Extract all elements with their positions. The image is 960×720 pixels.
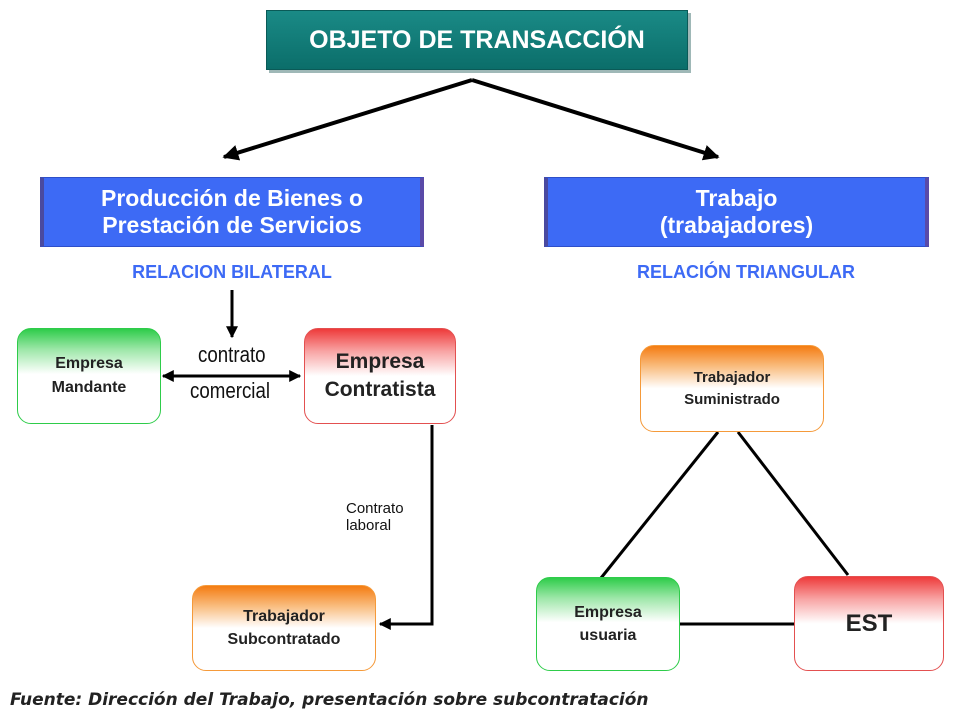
subcontratado-line-1: Trabajador	[243, 608, 325, 625]
suministrado-line-1: Trabajador	[693, 368, 771, 386]
trabajador-suministrado-node: Trabajador Suministrado	[640, 345, 824, 432]
empresa-contratista-line-2: Contratista	[324, 378, 436, 401]
comercial-label: comercial	[190, 378, 271, 403]
subcontratado-line-2: Subcontratado	[227, 631, 341, 648]
empresa-mandante-node: Empresa Mandante	[17, 328, 161, 424]
trabajador-subcontratado-node: Trabajador Subcontratado	[192, 585, 376, 671]
line-suministrado-est	[736, 431, 850, 576]
empresa-contratista-line-1: Empresa	[335, 350, 425, 373]
produccion-line-2: Prestación de Servicios	[102, 212, 362, 238]
trabajo-line-1: Trabajo	[695, 185, 778, 211]
empresa-mandante-line-2: Mandante	[51, 379, 127, 396]
est-label: EST	[845, 609, 893, 637]
relacion-triangular-label: RELACIÓN TRIANGULAR	[637, 262, 855, 282]
relacion-bilateral-label: RELACION BILATERAL	[132, 262, 332, 282]
objeto-transaccion-title: OBJETO DE TRANSACCIÓN	[266, 10, 688, 70]
contrato-laboral-label: Contrato laboral	[346, 500, 404, 534]
line-suministrado-usuaria	[599, 431, 720, 579]
arrow-title-to-left	[222, 78, 473, 161]
arrow-title-to-right	[471, 78, 720, 161]
contrato-label: contrato	[198, 342, 266, 367]
suministrado-line-2: Suministrado	[684, 390, 780, 408]
usuaria-line-1: Empresa	[574, 604, 642, 621]
trabajo-box: Trabajo (trabajadores)	[544, 177, 929, 247]
arrow-contrato-laboral	[378, 425, 434, 630]
empresa-contratista-node: Empresa Contratista	[304, 328, 456, 424]
source-caption: Fuente: Dirección del Trabajo, presentac…	[10, 690, 649, 710]
empresa-mandante-line-1: Empresa	[55, 355, 123, 372]
trabajo-line-2: (trabajadores)	[659, 212, 814, 238]
est-node: EST	[794, 576, 944, 671]
produccion-bienes-box: Producción de Bienes o Prestación de Ser…	[40, 177, 424, 247]
contrato-laboral-line-2: laboral	[346, 517, 392, 534]
usuaria-line-2: usuaria	[579, 627, 637, 644]
produccion-line-1: Producción de Bienes o	[101, 185, 363, 211]
contrato-laboral-line-1: Contrato	[346, 500, 404, 517]
empresa-usuaria-node: Empresa usuaria	[536, 577, 680, 671]
